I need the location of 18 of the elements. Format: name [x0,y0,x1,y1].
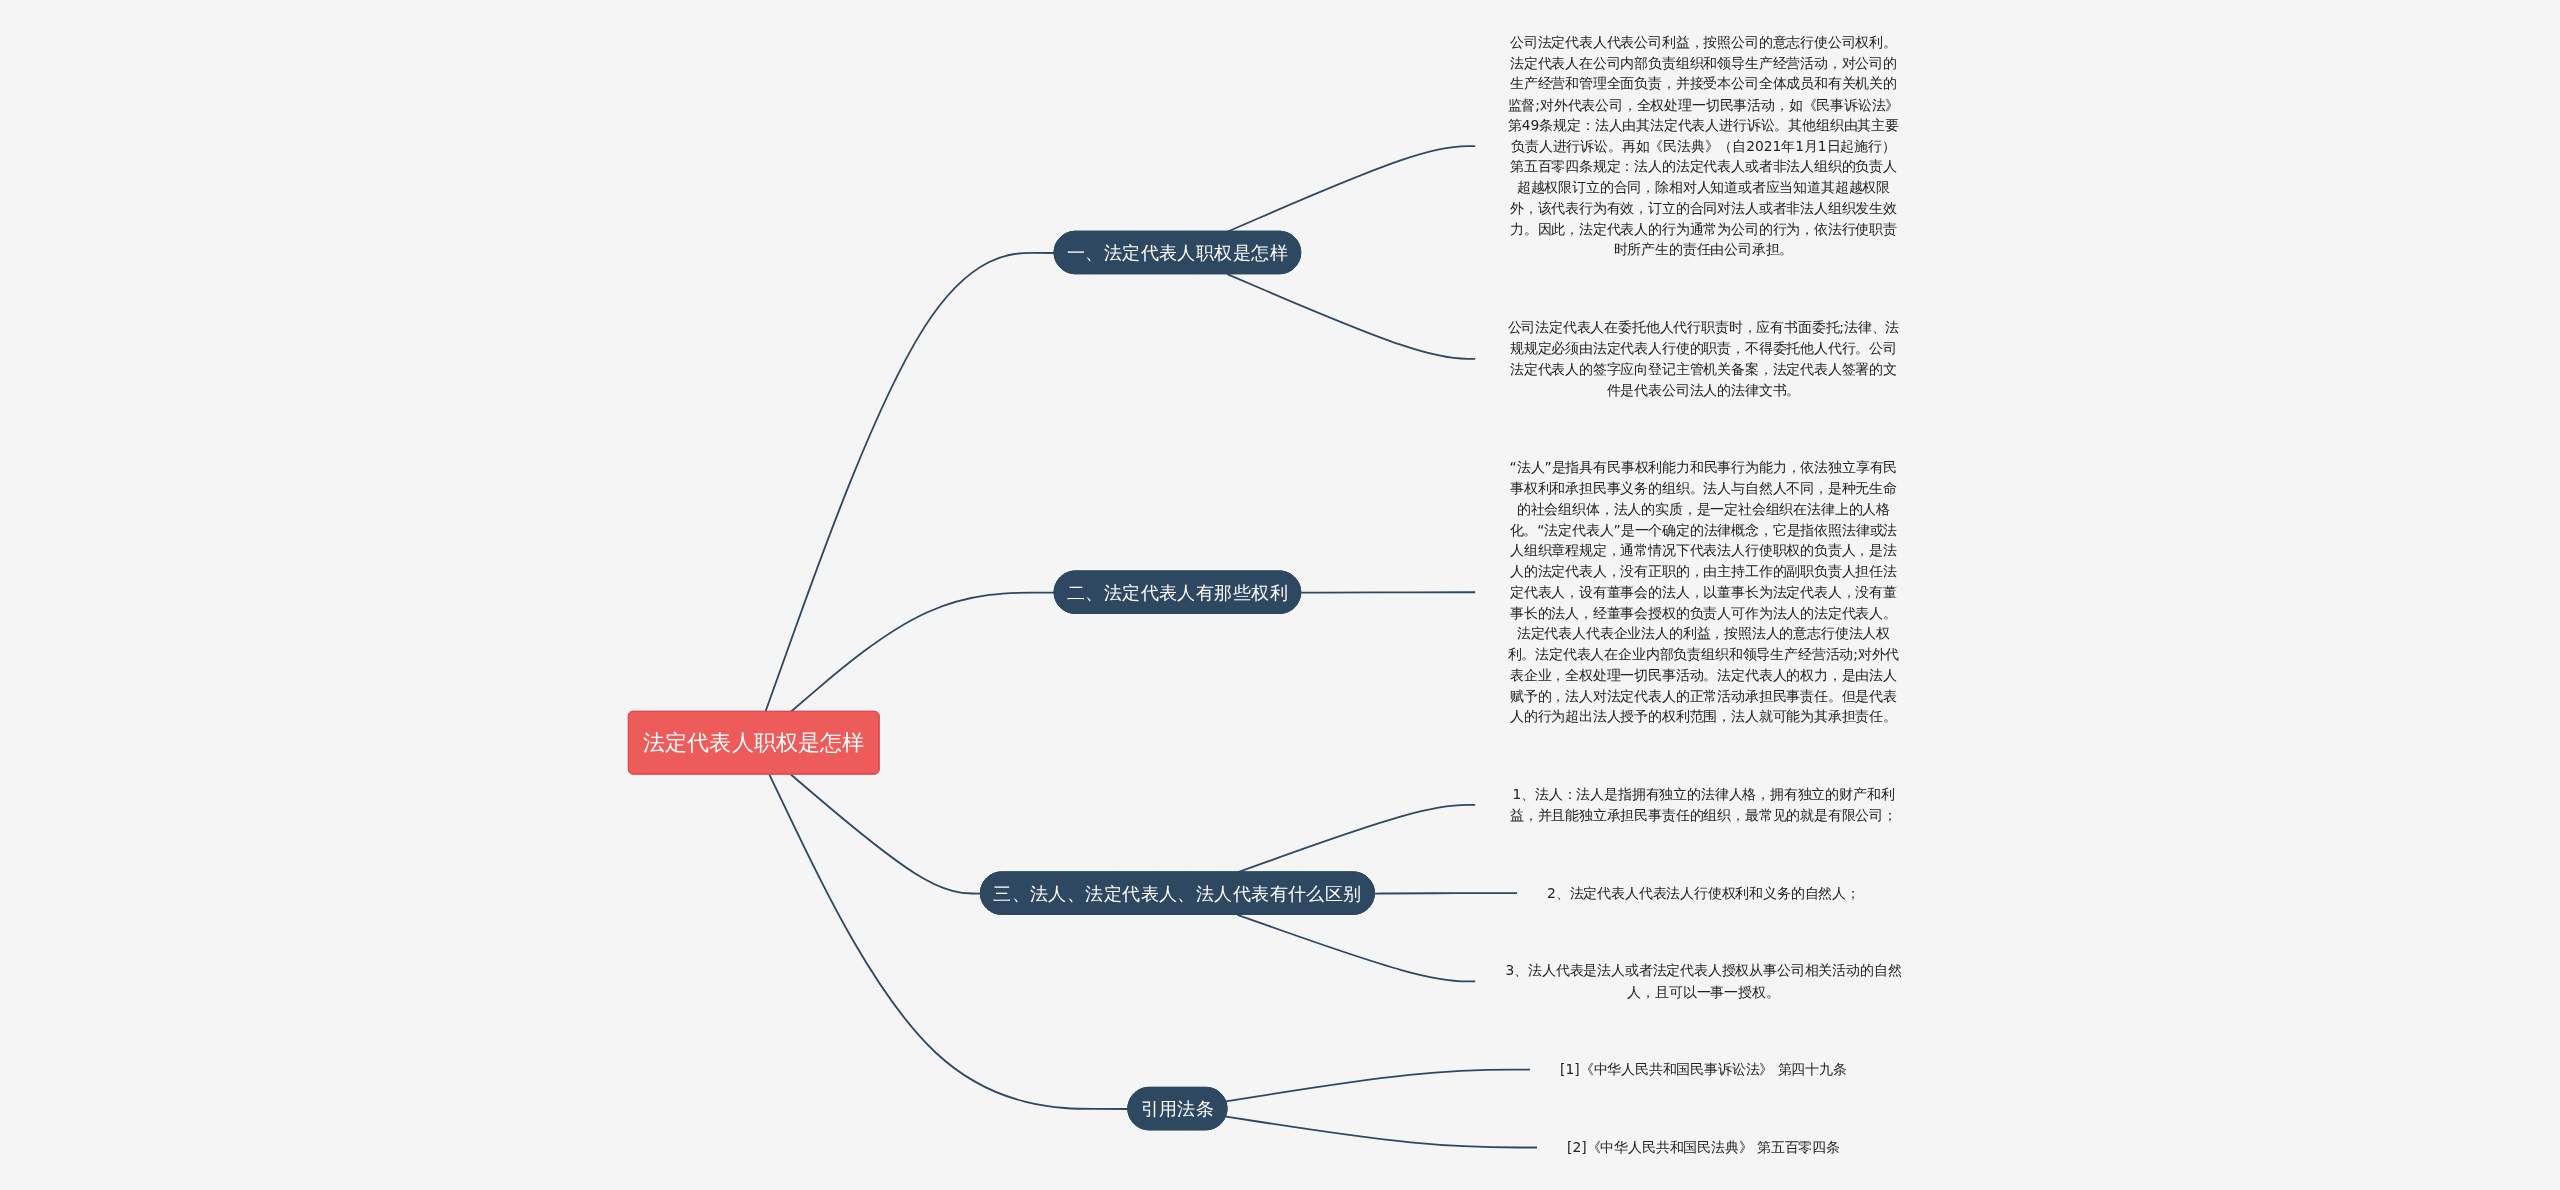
node-text: “法人”是指具有民事权利能力和民事行为能力，依法独立享有民事权利和承担民事义务的组织。法人与自然人不同，是种无生命的社会组织体，法人的实质，是一定社会组织在法律上的人格化。“法定代表人”是一个确定的法律概念，它是指依照法律或法人组织章程规定，通常情况下代表法人行使职权的负责人，是法人的法定代表人，没有正职的，由主持工作的副职负责人担任法定代表人，设有董事会的法人，以董事长为法定代表人，没有董事长的法人，经董事会授权的负责人可作为法人的法定代表人。法定代表人代表企业法人的利益，按照法人的意志行使法人权利。法定代表人在企业内部负责组织和领导生产经营活动;对外代表企业，全权处理一切民事活动。法定代表人的权力，是由法人赋予的，法人对法定代表人的正常活动承担民事责任。但是代表人的行为超出法人授予的权利范围，法人就可能为其承担责任。 [1507,459,1900,725]
connector [1236,913,1477,983]
node-text: 1、法人：法人是指拥有独立的法律人格，拥有独立的财产和利益，并且能独立承担民事责任的组织，最常见的就是有限公司； [1510,786,1898,824]
node-text: 2、法定代表人代表法人行使权利和义务的自然人； [1547,884,1861,902]
connector [764,251,1056,713]
connector [1226,273,1477,360]
connector [790,591,1056,713]
connector [1225,1115,1539,1149]
node-text: 公司法定代表人在委托他人代行职责时，应有书面委托;法律、法规规定必须由法定代表人行使的职责，不得委托他人代行。公司法定代表人的签字应向登记主管机关备案，法定代表人签署的文件是代表公司法人的法律文书。 [1507,319,1900,398]
node-text: 公司法定代表人代表公司利益，按照公司的意志行使公司权利。法定代表人在公司内部负责组织和领导生产经营活动，对公司的生产经营和管理全面负责，并接受本公司全体成员和有关机关的监督;对外代表公司，全权处理一切民事活动，如《民事诉讼法》第49条规定：法人由其法定代表人进行诉讼。其他组织由其主要负责人进行诉讼。再如《民法典》（自2021年1月1日起施行）第五百零四条规定：法人的法定代表人或者非法人组织的负责人超越权限订立的合同，除相对人知道或者应当知道其超越权限外，该代表行为有效，订立的合同对法人或者非法人组织发生效力。因此，法定代表人的行为通常为公司的行为，依法行使职责时所产生的责任由公司承担。 [1507,33,1900,258]
node-text: [2]《中华人民共和国民法典》 第五百零四条 [1567,1138,1841,1156]
connector [768,773,1130,1110]
connector [1226,145,1477,233]
node-text: [1]《中华人民共和国民事诉讼法》 第四十九条 [1560,1061,1848,1078]
connector [1225,1068,1532,1103]
connector [1374,892,1519,895]
connector [1300,591,1477,594]
node-text: 3、法人代表是法人或者法定代表人授权从事公司相关活动的自然人，且可以一事一授权。 [1505,962,1902,1000]
